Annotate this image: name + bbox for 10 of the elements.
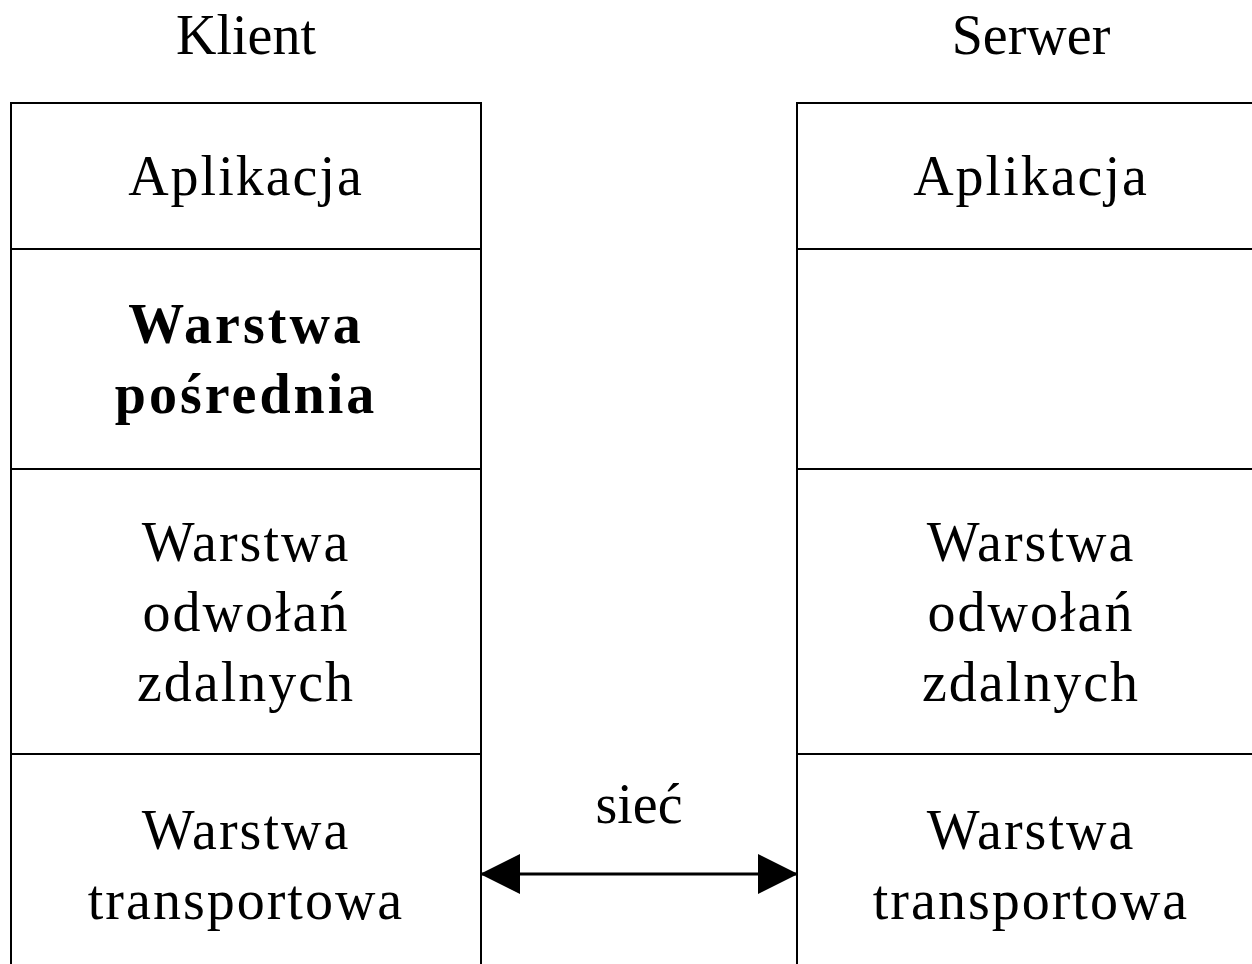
layer-label: Warstwa odwołań zdalnych bbox=[135, 509, 357, 715]
layer-label: Warstwa odwołań zdalnych bbox=[920, 509, 1142, 715]
layer-label: Warstwa pośrednia bbox=[113, 292, 379, 427]
stack-heading: Serwer bbox=[950, 3, 1112, 68]
layer-label: Warstwa transportowa bbox=[86, 798, 406, 933]
layer-label: Aplikacja bbox=[913, 144, 1149, 209]
stack-heading: Klient bbox=[175, 3, 317, 68]
layer-label: Aplikacja bbox=[128, 144, 364, 209]
layer-label: Warstwa transportowa bbox=[871, 798, 1191, 933]
double-arrow bbox=[480, 854, 798, 894]
